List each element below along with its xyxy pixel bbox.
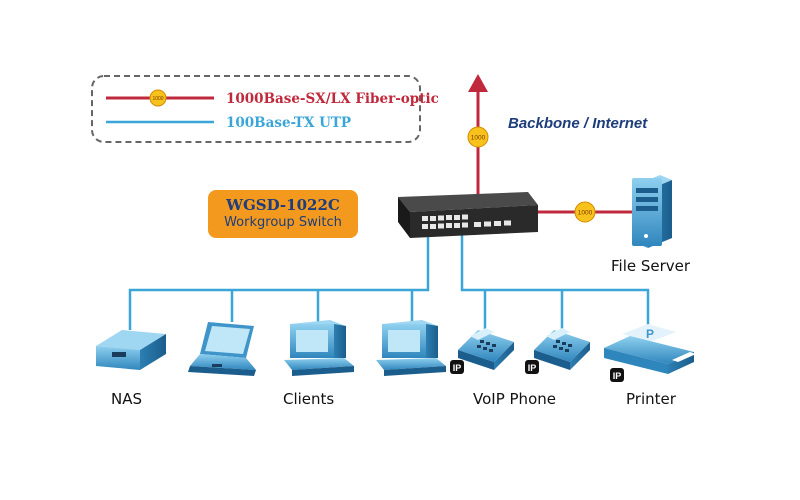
file-server-label: File Server bbox=[611, 257, 691, 275]
nas-label: NAS bbox=[111, 390, 143, 408]
switch-description: Workgroup Switch bbox=[224, 215, 342, 230]
client-pc-1-icon bbox=[284, 320, 354, 376]
utp-right-trunk bbox=[460, 235, 650, 330]
uplink-badge bbox=[467, 126, 489, 148]
uplink-arrow-icon bbox=[468, 74, 488, 92]
nas-icon bbox=[96, 330, 166, 370]
legend-fiber-badge-text: 1000 bbox=[152, 96, 163, 102]
printer-label: Printer bbox=[626, 390, 676, 408]
voip-phone-2-icon: IP bbox=[525, 328, 590, 374]
utp-left-trunk bbox=[128, 235, 430, 330]
voip-label: VoIP Phone bbox=[473, 390, 556, 408]
printer-icon: P IP bbox=[604, 324, 696, 382]
switch-model: WGSD-1022C bbox=[226, 196, 340, 214]
uplink-badge-text: 1000 bbox=[471, 135, 486, 142]
voip-phone-2-ip-badge: IP bbox=[528, 363, 537, 373]
client-pc-2-icon bbox=[376, 320, 446, 376]
legend-fiber-badge bbox=[149, 89, 167, 107]
backbone-label: Backbone / Internet bbox=[508, 115, 648, 132]
laptop-icon bbox=[188, 322, 256, 376]
legend: 1000 1000Base-SX/LX Fiber-optic 100Base-… bbox=[91, 75, 439, 143]
utp-network bbox=[128, 235, 650, 330]
legend-utp-label: 100Base-TX UTP bbox=[226, 115, 351, 131]
legend-fiber-label: 1000Base-SX/LX Fiber-optic bbox=[226, 91, 439, 107]
voip-phone-1-ip-badge: IP bbox=[453, 363, 462, 373]
file-server-icon bbox=[632, 175, 672, 248]
switch-icon bbox=[398, 192, 538, 238]
server-link: 1000 bbox=[535, 201, 636, 223]
clients-label: Clients bbox=[283, 390, 335, 408]
legend-box bbox=[91, 75, 421, 143]
server-badge-text: 1000 bbox=[578, 210, 593, 217]
voip-phone-1-icon: IP bbox=[450, 328, 514, 374]
printer-letter: P bbox=[646, 327, 654, 341]
server-badge bbox=[574, 201, 596, 223]
printer-ip-badge: IP bbox=[613, 371, 622, 381]
backbone-uplink: 1000 Backbone / Internet bbox=[467, 74, 648, 195]
switch-label-box: WGSD-1022C Workgroup Switch bbox=[208, 190, 358, 238]
